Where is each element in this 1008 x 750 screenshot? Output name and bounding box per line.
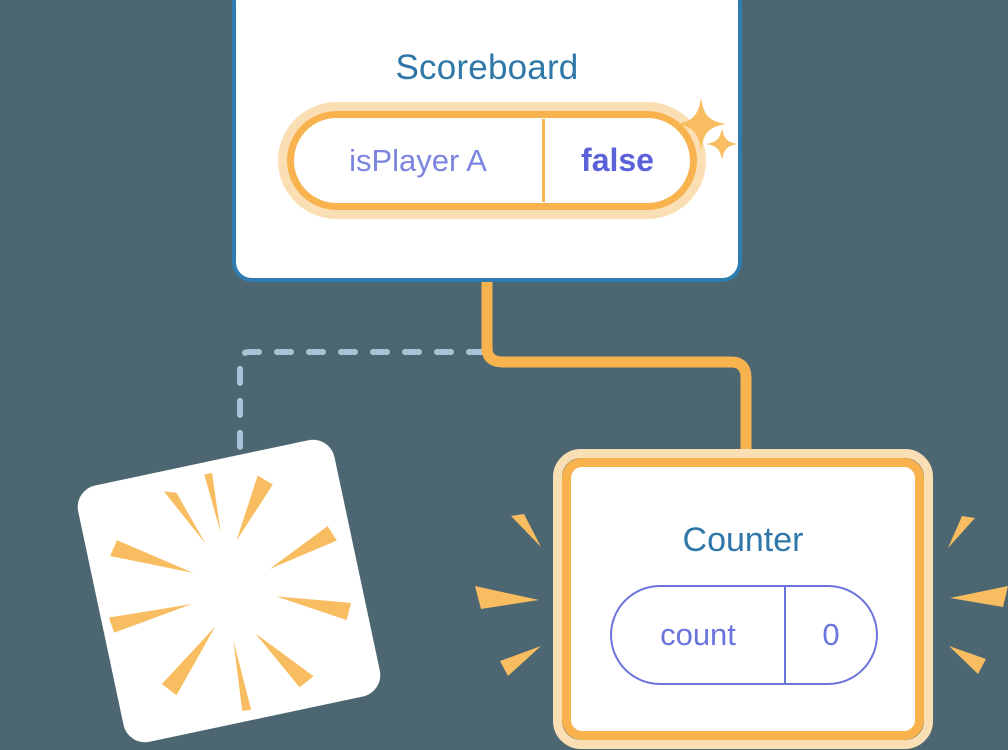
scoreboard-state-pill[interactable]: isPlayer A false (287, 111, 697, 210)
scoreboard-card[interactable]: Scoreboard isPlayer A false (232, 0, 742, 282)
counter-state-key: count (660, 617, 736, 652)
counter-card[interactable]: Counter count 0 (562, 458, 924, 740)
counter-burst-ray-right (948, 516, 975, 548)
orange-connector-path (481, 278, 752, 470)
counter-burst-ray-left (475, 586, 539, 609)
scoreboard-state-key: isPlayer A (349, 142, 487, 178)
counter-burst-ray-right (949, 646, 986, 674)
scoreboard-title: Scoreboard (395, 48, 579, 87)
counter-burst-ray-left (511, 514, 541, 547)
counter-title: Counter (682, 521, 804, 559)
counter-pill-divider (784, 587, 786, 683)
scoreboard-pill-divider (542, 119, 545, 202)
counter-burst-ray-left (500, 646, 541, 676)
counter-state-value: 0 (822, 617, 840, 652)
tilted-blank-card[interactable] (73, 435, 385, 747)
scoreboard-pill-glow-ring (278, 102, 706, 219)
counter-burst-ray-right (950, 586, 1008, 607)
counter-state-pill[interactable]: count 0 (610, 585, 878, 685)
scoreboard-state-value: false (581, 142, 654, 178)
